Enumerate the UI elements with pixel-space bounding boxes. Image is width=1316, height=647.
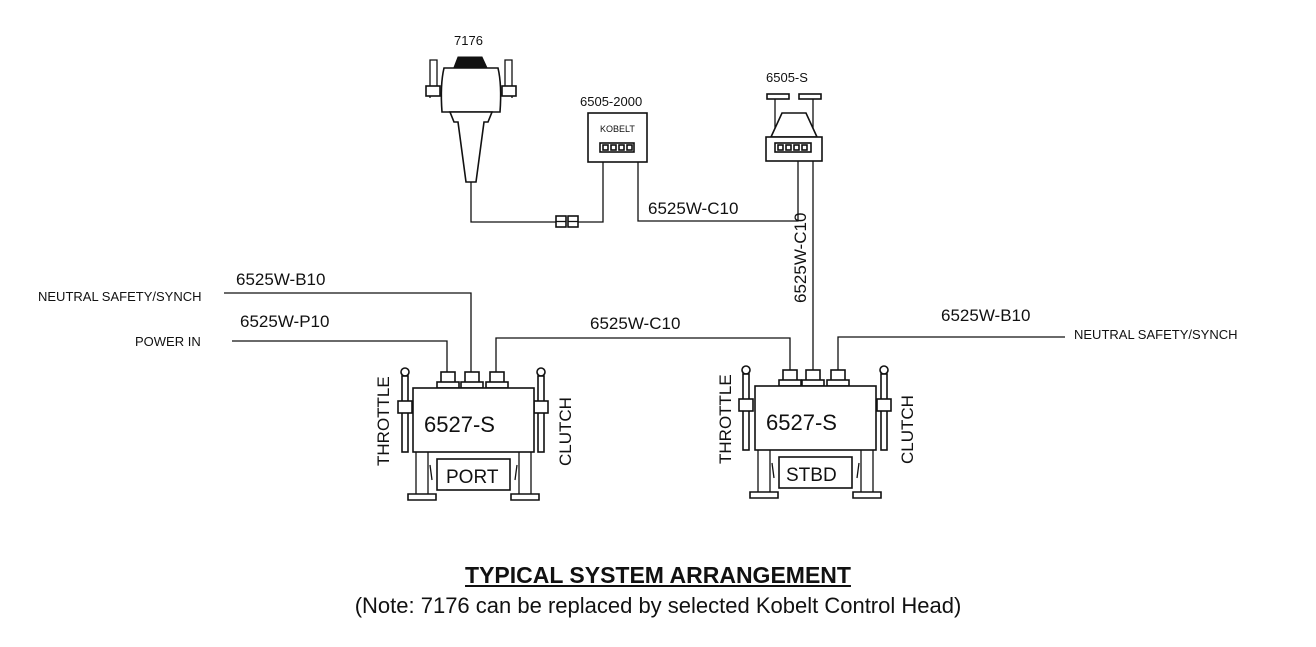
- port-glands: [436, 371, 509, 389]
- control-head-label: 7176: [454, 33, 483, 48]
- power-in-label: POWER IN: [135, 334, 201, 349]
- splitter-tab-left: [766, 93, 790, 100]
- port-tag: PORT: [446, 467, 499, 488]
- stbd-frame-braces: [771, 462, 860, 479]
- station-box-6505-2000: 6505-2000 KOBELT: [580, 94, 648, 163]
- cable-port-b: [224, 292, 472, 372]
- cable-stbd-b-label: 6525W-B10: [941, 306, 1030, 325]
- cable-bridge: [495, 337, 791, 372]
- neutral-stbd-label: NEUTRAL SAFETY/SYNCH: [1074, 327, 1238, 342]
- head-cable: [470, 182, 556, 223]
- head-bracket-left: [429, 59, 438, 98]
- port-frame-rails: [415, 452, 532, 498]
- port-foot-left: [407, 493, 437, 501]
- port-tag-box: [436, 458, 511, 491]
- port-actuator-label: 6527-S: [424, 412, 495, 437]
- splitter-tab-right: [798, 93, 822, 100]
- cable-port-p-label: 6525W-P10: [240, 312, 329, 331]
- splitter-label: 6505-S: [766, 70, 808, 85]
- station-box-label: 6505-2000: [580, 94, 642, 109]
- cable-bridge-label: 6525W-C10: [590, 314, 680, 333]
- cable-head-link-label: 6525W-C10: [648, 199, 738, 218]
- splitter-posts: [774, 99, 814, 130]
- stbd-throttle-label: THROTTLE: [716, 374, 735, 464]
- cable-port-p: [232, 340, 448, 372]
- port-throttle-label: THROTTLE: [374, 376, 393, 466]
- port-actuator-body: [412, 387, 535, 453]
- stbd-actuator-body: [754, 385, 877, 451]
- connector-to-station-cable: [578, 162, 604, 223]
- port-throttle-lever: [397, 367, 413, 453]
- caption-note: (Note: 7176 can be replaced by selected …: [354, 593, 962, 618]
- stbd-foot-right: [852, 491, 882, 499]
- plug-connector: [555, 215, 579, 228]
- head-mount-left: [425, 85, 441, 97]
- port-actuator: 6527-S PORT: [397, 367, 549, 501]
- control-head-body: [440, 67, 502, 113]
- caption-title: TYPICAL SYSTEM ARRANGEMENT: [465, 562, 851, 588]
- cable-stbd-b: [837, 336, 1065, 370]
- stbd-tag-box: [778, 456, 853, 489]
- station-box-brand: KOBELT: [600, 124, 635, 134]
- stbd-throttle-lever: [738, 365, 754, 451]
- port-frame-braces: [429, 464, 518, 481]
- station-box-body: [587, 112, 648, 163]
- neutral-port-label: NEUTRAL SAFETY/SYNCH: [38, 289, 202, 304]
- control-head-7176: 7176: [425, 33, 517, 183]
- stbd-actuator: 6527-S STBD: [738, 365, 892, 499]
- system-diagram: 7176 6505-2000 KOBELT 6525W-C: [38, 33, 1238, 501]
- splitter-terminals: [774, 142, 812, 153]
- splitter-6505-s: 6505-S: [765, 70, 823, 162]
- stbd-tag: STBD: [786, 465, 837, 486]
- head-mount-right: [501, 85, 517, 97]
- control-head-stem: [448, 111, 494, 183]
- stbd-foot-left: [749, 491, 779, 499]
- stbd-actuator-label: 6527-S: [766, 410, 837, 435]
- port-clutch-lever: [533, 367, 549, 453]
- stbd-clutch-label: CLUTCH: [898, 395, 917, 464]
- port-foot-right: [510, 493, 540, 501]
- cable-head-link: [637, 160, 799, 222]
- stbd-clutch-lever: [876, 365, 892, 451]
- stbd-frame-rails: [757, 450, 874, 496]
- station-box-terminals: [599, 142, 635, 153]
- cable-splitter-drop-label: 6525W-C10: [791, 213, 810, 303]
- head-bracket-right: [504, 59, 513, 98]
- cable-port-b-label: 6525W-B10: [236, 270, 325, 289]
- stbd-glands: [778, 369, 850, 387]
- port-clutch-label: CLUTCH: [556, 397, 575, 466]
- splitter-cover: [769, 112, 819, 138]
